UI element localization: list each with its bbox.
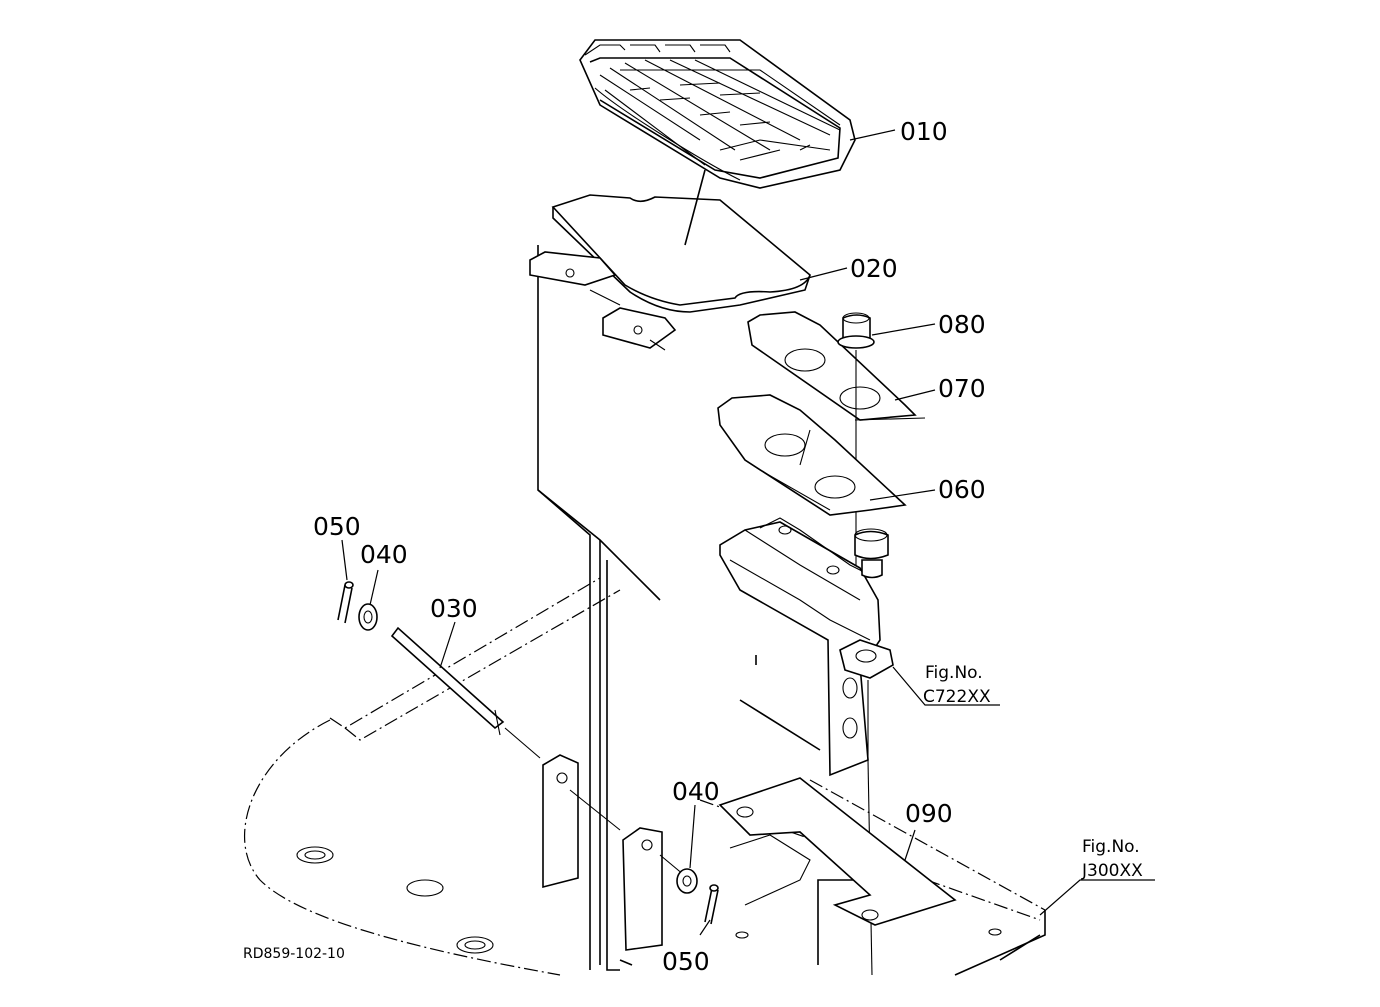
callout-040-left: 040 xyxy=(360,540,408,569)
figure-ref-label: Fig.No. xyxy=(925,663,983,683)
cotter-pin-050-left xyxy=(337,581,354,624)
washer-040-left xyxy=(358,603,378,631)
callout-070: 070 xyxy=(938,374,986,403)
spacer-060 xyxy=(717,394,907,516)
drawing-code: RD859-102-10 xyxy=(243,946,345,962)
figure-ref-label: Fig.No. xyxy=(1082,837,1140,857)
figure-ref-j300xx[interactable]: Fig.No. J300XX xyxy=(1081,837,1143,881)
console-brackets xyxy=(529,251,677,351)
callout-080: 080 xyxy=(938,310,986,339)
plate-020 xyxy=(551,169,811,313)
shaft-030 xyxy=(390,626,691,881)
callout-050-right: 050 xyxy=(662,947,710,976)
cotter-pin-050-right xyxy=(704,884,719,925)
washer-040-right xyxy=(676,868,698,894)
callout-020: 020 xyxy=(850,254,898,283)
pedal-arm-right xyxy=(622,827,663,951)
leader-lines xyxy=(341,129,1155,936)
figure-ref-code: J300XX xyxy=(1081,861,1143,881)
callout-010: 010 xyxy=(900,117,948,146)
valve-block xyxy=(719,517,894,976)
callout-050-left: 050 xyxy=(313,512,361,541)
figure-ref-code: C722XX xyxy=(923,687,991,707)
gasket-090 xyxy=(718,777,957,926)
callout-040-right: 040 xyxy=(672,777,720,806)
pedal-arm-left xyxy=(542,754,579,889)
pedal-010 xyxy=(579,39,856,189)
plate-070 xyxy=(747,311,926,421)
console-body xyxy=(537,245,860,971)
callout-labels: 010 020 080 070 060 050 040 030 040 050 … xyxy=(313,117,986,976)
callout-030: 030 xyxy=(430,594,478,623)
callout-060: 060 xyxy=(938,475,986,504)
bolt-080 xyxy=(837,312,875,570)
callout-090: 090 xyxy=(905,799,953,828)
figure-ref-c722xx[interactable]: Fig.No. C722XX xyxy=(923,663,991,707)
